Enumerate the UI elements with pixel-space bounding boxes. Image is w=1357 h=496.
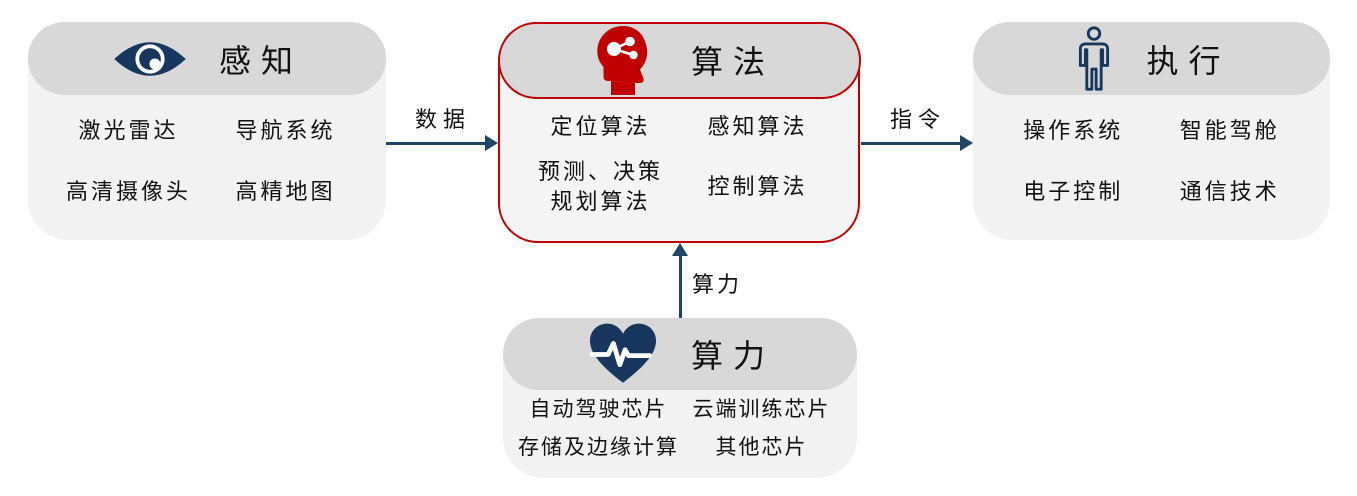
- power-arrowhead-icon: [671, 243, 688, 256]
- algorithm-items: 定位算法 感知算法 预测、决策 规划算法 控制算法: [500, 100, 858, 241]
- execution-item: 通信技术: [1179, 180, 1280, 206]
- algorithm-item-line: 规划算法: [550, 189, 651, 215]
- execution-item: 操作系统: [1023, 118, 1124, 144]
- algorithm-item: 感知算法: [707, 115, 808, 141]
- computing-item: 其他芯片: [715, 434, 808, 459]
- data-arrow-line: [386, 142, 487, 145]
- algorithm-block: 算法 定位算法 感知算法 预测、决策 规划算法 控制算法: [497, 21, 861, 243]
- execution-item: 电子控制: [1023, 180, 1124, 206]
- computing-item: 云端训练芯片: [692, 396, 831, 421]
- perception-item: 激光雷达: [78, 118, 179, 144]
- perception-title: 感知: [218, 41, 303, 80]
- computing-items: 自动驾驶芯片 云端训练芯片 存储及边缘计算 其他芯片: [503, 390, 857, 478]
- algorithm-title: 算法: [690, 43, 775, 81]
- perception-item: 导航系统: [235, 118, 336, 144]
- data-arrowhead-icon: [485, 134, 498, 151]
- command-arrow-label: 指令: [889, 108, 946, 133]
- data-arrow-label: 数据: [414, 108, 471, 133]
- computing-header: 算力: [503, 318, 857, 390]
- execution-header: 执行: [973, 22, 1330, 95]
- head-network-icon: [583, 24, 661, 96]
- computing-item: 存储及边缘计算: [518, 434, 679, 459]
- perception-items: 激光雷达 导航系统 高清摄像头 高精地图: [28, 95, 386, 240]
- perception-header: 感知: [28, 22, 386, 95]
- command-arrowhead-icon: [960, 134, 973, 151]
- person-icon: [1072, 25, 1116, 92]
- power-arrow-label: 算力: [692, 273, 743, 298]
- algorithm-item: 控制算法: [707, 174, 808, 200]
- computing-item: 自动驾驶芯片: [529, 396, 668, 421]
- heart-pulse-icon: [585, 321, 661, 387]
- algorithm-item-line: 预测、决策: [537, 160, 663, 186]
- algorithm-header: 算法: [497, 21, 861, 99]
- command-arrow-line: [861, 142, 962, 145]
- computing-block: 算力 自动驾驶芯片 云端训练芯片 存储及边缘计算 其他芯片: [503, 318, 857, 478]
- execution-items: 操作系统 智能驾舱 电子控制 通信技术: [973, 95, 1330, 240]
- perception-item: 高精地图: [235, 180, 336, 206]
- algorithm-item: 预测、决策 规划算法: [538, 158, 663, 217]
- perception-item: 高清摄像头: [65, 180, 191, 206]
- algorithm-item: 定位算法: [550, 115, 651, 141]
- execution-block: 执行 操作系统 智能驾舱 电子控制 通信技术: [973, 22, 1330, 240]
- perception-block: 感知 激光雷达 导航系统 高清摄像头 高精地图: [28, 22, 386, 240]
- execution-title: 执行: [1146, 41, 1231, 80]
- execution-item: 智能驾舱: [1179, 118, 1280, 144]
- power-arrow-line: [679, 255, 682, 318]
- computing-title: 算力: [690, 337, 775, 375]
- eye-icon: [111, 33, 189, 85]
